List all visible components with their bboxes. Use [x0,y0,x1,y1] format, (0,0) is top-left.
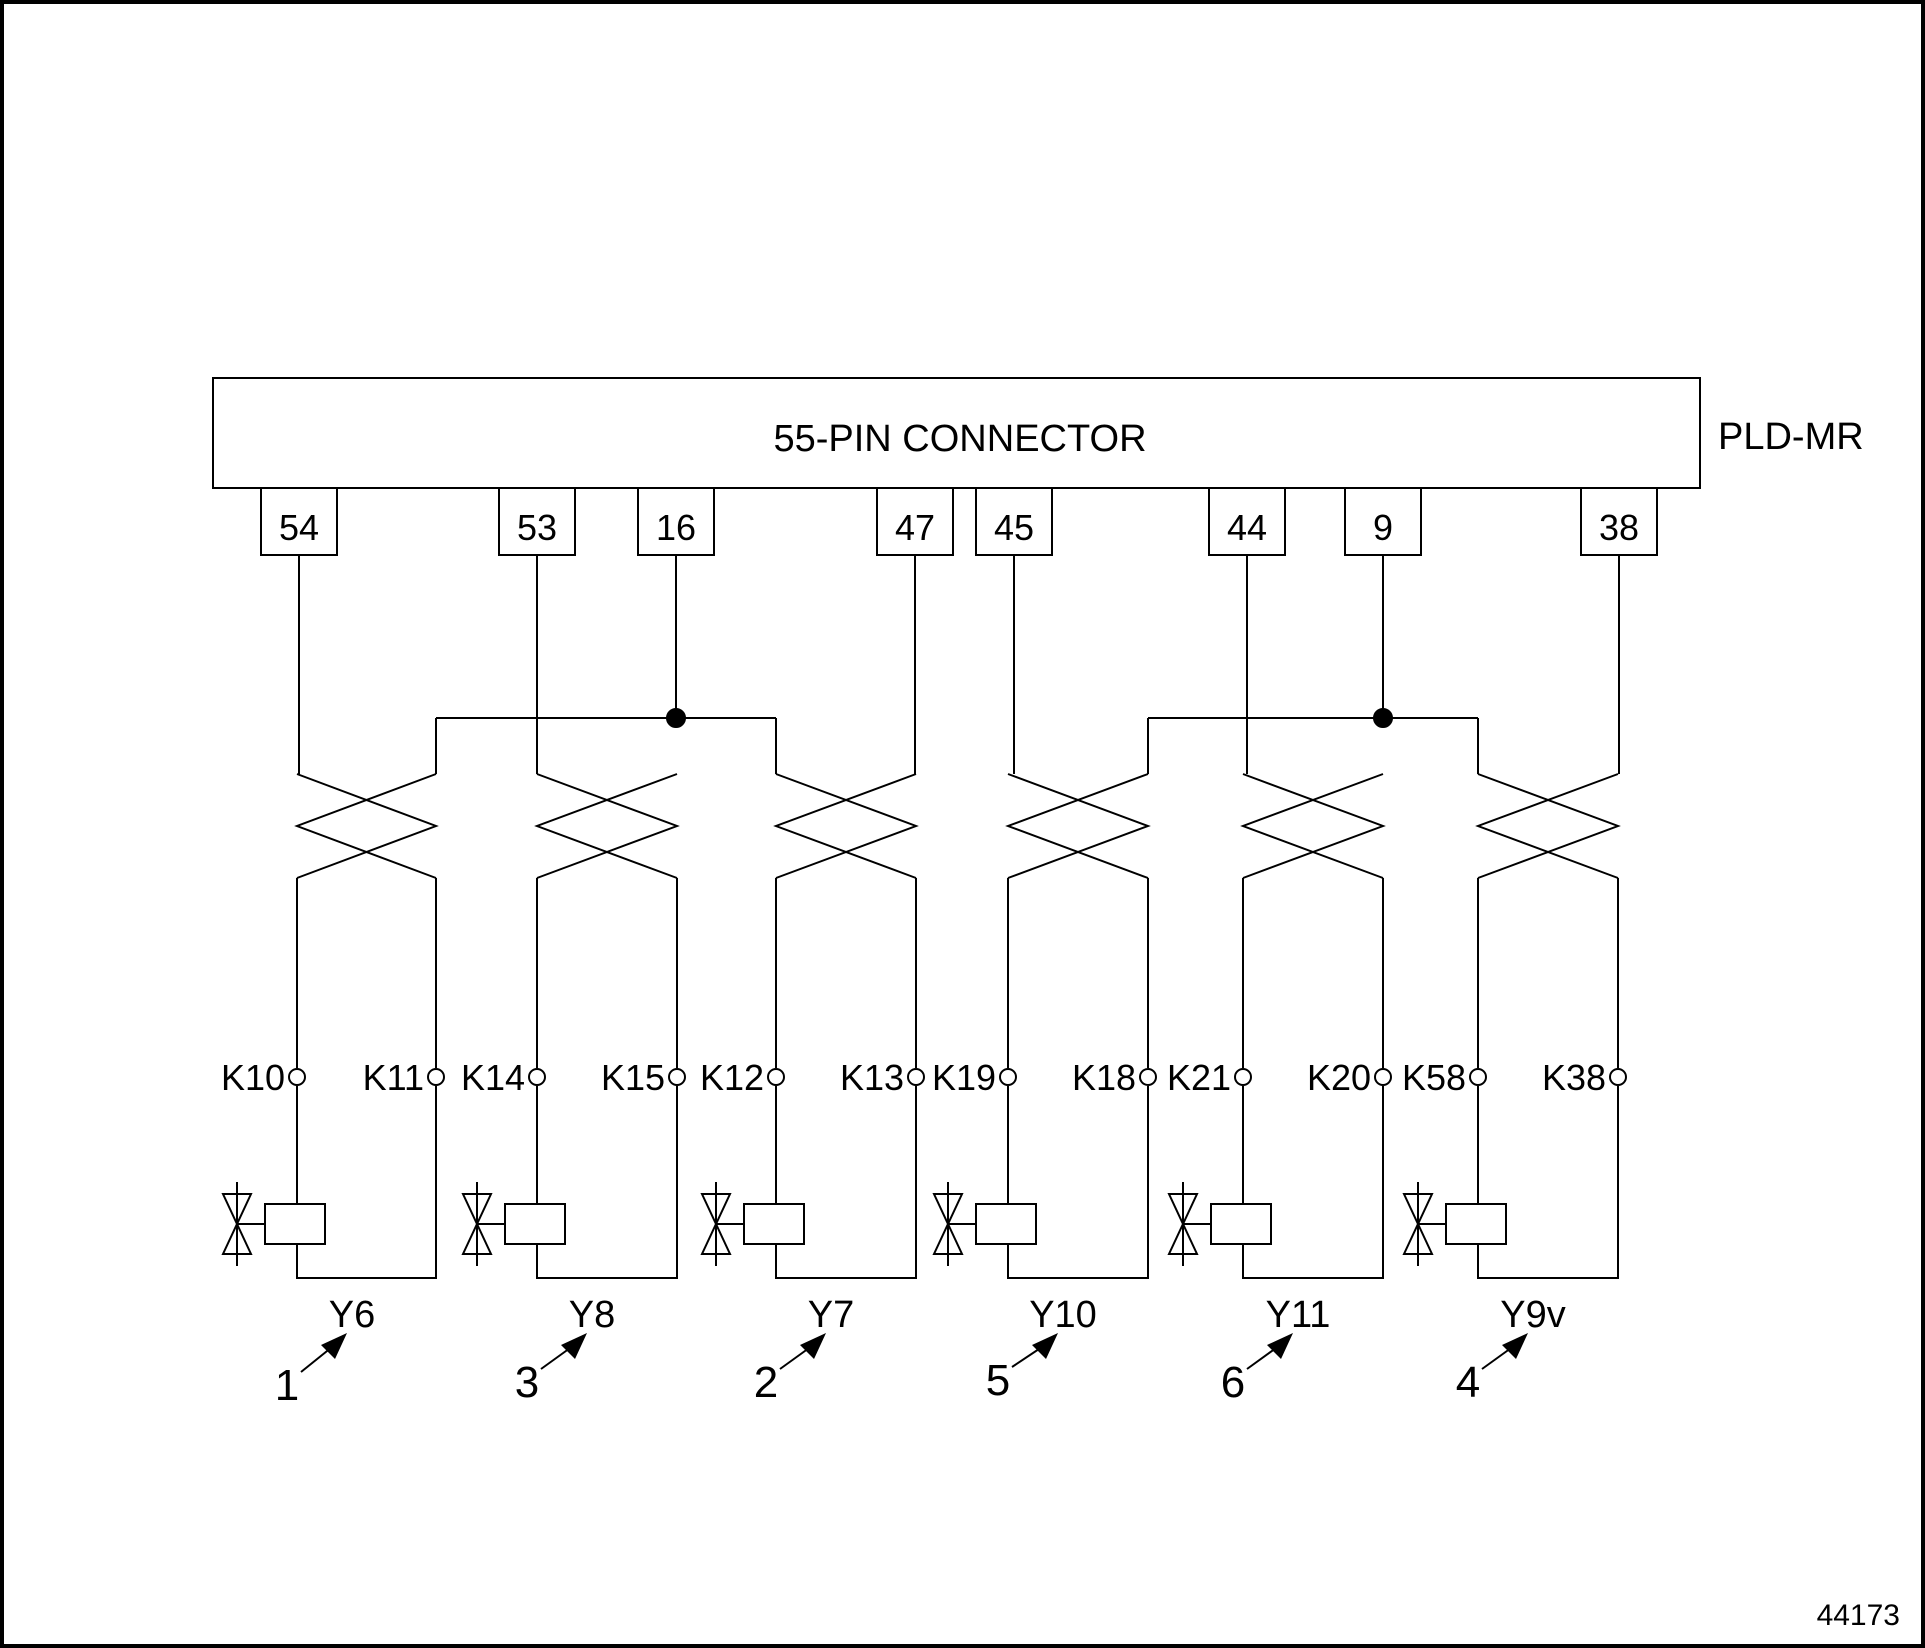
cylinder-number: 2 [754,1358,778,1407]
wire [296,1086,437,1279]
arrow-icon [1267,1333,1293,1359]
wire [1242,1086,1384,1279]
twisted-wire [1005,773,1149,879]
terminal-label: K10 [221,1057,285,1098]
solenoid-coil [1210,1203,1272,1245]
pin-label: 53 [517,507,557,548]
cylinder-4 [1475,718,1621,1279]
junction-dot [1373,708,1393,728]
wires-layer [294,555,1621,1279]
twisted-wire [1240,773,1384,879]
terminal-label: K13 [840,1057,904,1098]
terminal-circle [528,1068,546,1086]
twisted-wire [775,773,919,879]
cylinder-number: 3 [515,1358,539,1407]
arrow-icon [800,1333,826,1359]
terminal-label: K18 [1072,1057,1136,1098]
terminal-label: K11 [363,1057,424,1098]
terminal-circle [1234,1068,1252,1086]
terminal-circle [1469,1068,1487,1086]
twisted-wire [294,773,437,879]
valve-label: Y10 [1029,1294,1097,1336]
pin-label: 9 [1373,507,1393,548]
cylinder-1 [294,718,439,1279]
twisted-wire [534,773,678,879]
connector-box [212,377,1701,489]
valve-label: Y11 [1266,1294,1331,1336]
cylinder-number: 5 [986,1356,1010,1405]
twisted-wire [1007,773,1151,879]
valve-label: Y9v [1500,1294,1565,1336]
terminal-label: K38 [1542,1057,1606,1098]
terminal-circle [1374,1068,1392,1086]
pin-label: 45 [994,507,1034,548]
valve-label: Y8 [569,1294,615,1336]
pins-layer: 54 53 16 47 45 44 9 38 [260,487,1658,556]
terminal-circle [999,1068,1017,1086]
wire [1007,1086,1149,1279]
twisted-wire [1242,773,1386,879]
twisted-wire [1475,773,1619,879]
solenoid-coil [504,1203,566,1245]
terminal-circle [1609,1068,1627,1086]
solenoid-coil [264,1203,326,1245]
valve-label: Y6 [329,1294,375,1336]
cylinder-5 [1005,718,1151,1279]
solenoid-coil [1445,1203,1507,1245]
wire [1477,1086,1619,1279]
cylinder-number: 1 [275,1361,299,1410]
terminal-label: K12 [700,1057,764,1098]
cylinder-6 [1240,773,1386,1279]
twisted-wire [536,773,680,879]
pin-label: 54 [279,507,319,548]
terminal-label: K20 [1307,1057,1371,1098]
module-label: PLD-MR [1718,416,1864,458]
terminal-circle [767,1068,785,1086]
pin-label: 44 [1227,507,1267,548]
figure-id: 44173 [1817,1599,1900,1632]
arrow-icon [1032,1333,1058,1359]
terminal-circle [1139,1068,1157,1086]
terminal-label: K58 [1402,1057,1466,1098]
solenoid-coil [975,1203,1037,1245]
pin-label: 38 [1599,507,1639,548]
terminal-circle [668,1068,686,1086]
twisted-wire [1477,773,1621,879]
arrow-icon [1502,1333,1528,1359]
terminal-label: K14 [461,1057,525,1098]
terminal-circle [907,1068,925,1086]
cylinder-number: 4 [1456,1358,1480,1407]
terminal-label: K19 [932,1057,996,1098]
arrow-icon [561,1333,587,1359]
terminal-label: K21 [1167,1057,1231,1098]
valve-label: Y7 [808,1294,854,1336]
wire [775,1086,917,1279]
cylinder-2 [773,718,919,1279]
solenoid-coil [743,1203,805,1245]
connector-label: 55-PIN CONNECTOR [773,418,1146,460]
twisted-wire [296,773,439,879]
cylinder-3 [534,773,680,1279]
pin-label: 47 [895,507,935,548]
junction-dot [666,708,686,728]
cylinder-number: 6 [1221,1358,1245,1407]
terminal-label: K15 [601,1057,665,1098]
twisted-wire [773,773,917,879]
pin-label: 16 [656,507,696,548]
terminal-circle [288,1068,306,1086]
terminal-circle [427,1068,445,1086]
wire [536,1086,678,1279]
arrow-icon [321,1333,347,1359]
